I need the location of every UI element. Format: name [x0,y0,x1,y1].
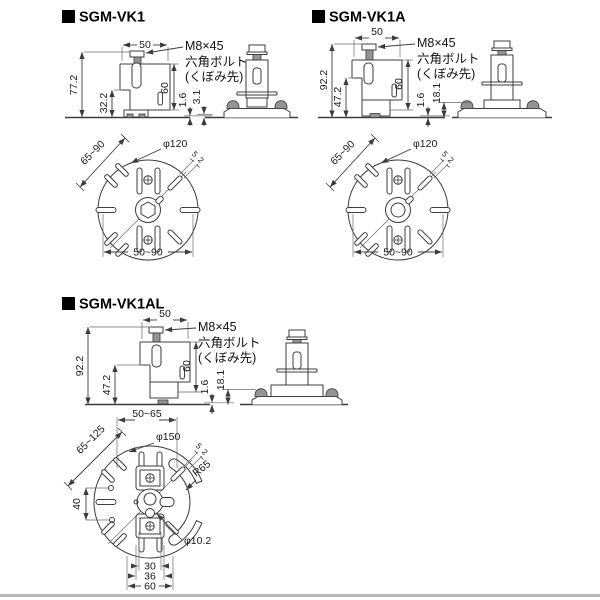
dimensions-side: 50 92.2 47.2 60 1.6 18.1 M8×45 六角ボルト (くぼ… [74,308,261,414]
bolt-label-line1: M8×45 [198,320,237,334]
bolt-label-line3: (くぼみ先) [185,70,243,84]
bolt-label-line2: 六角ボルト [417,52,480,66]
dim-lower-height: 47.2 [101,375,113,396]
bolt-label-line3: (くぼみ先) [198,351,256,365]
dim-width-range: 50~90 [383,247,413,259]
panel-sgm-vk1al: SGM-VK1AL [62,297,348,593]
dim-60: 60 [144,581,156,593]
dim-slot-b: 2 [196,155,206,165]
bolt-label-line1: M8×45 [185,39,224,53]
dim-slot-a: 5 [194,441,204,451]
dim-top-width: 50 [139,39,151,51]
side-view-bracket [85,326,210,406]
panel-sgm-vk1a: SGM-VK1A [312,10,552,261]
dim-top-width: 50 [159,308,171,320]
side-view-bracket [65,50,190,119]
dim-top-range: 50~65 [132,408,162,420]
title-square [62,297,75,310]
dim-base-height: 18.1 [431,83,443,104]
side-view-mounted [205,44,298,119]
dim-plate-thickness: 1.6 [199,380,211,395]
panel-title: SGM-VK1 [79,10,145,26]
dim-hole-diameter: φ10.2 [184,535,211,547]
dim-diameter: φ120 [413,138,437,150]
title-square [62,10,75,23]
panel-title: SGM-VK1A [329,10,406,26]
plan-view: 5 2 φ120 65~90 50~90 [75,133,206,261]
dim-slot-b: 2 [446,155,456,165]
bolt-label-line2: 六角ボルト [198,336,261,350]
side-view-mounted [240,329,348,406]
dim-base-height: 18.1 [215,370,227,391]
plan-view: 5 2 φ120 65~90 50~90 [325,133,456,261]
dim-cut-radius: R65 [190,458,213,479]
dim-diameter: φ150 [156,431,180,443]
panel-title: SGM-VK1AL [79,297,165,313]
dim-lower-height: 47.2 [332,87,344,108]
dimensions-side: 50 92.2 47.2 60 1.6 18.1 M8×45 六角ボルト (くぼ… [318,26,480,127]
plan-view: 5 2 φ150 R65 φ10.2 50~65 65~125 40 [63,408,213,593]
side-view-bracket [318,43,445,119]
dim-clip-height: 3.1 [191,90,203,105]
dimensions-side: 50 77.2 32.2 60 1.6 3.1 M8×45 六角ボルト (くぼみ… [68,39,248,126]
dim-total-height: 92.2 [74,356,86,377]
dim-total-height: 77.2 [68,75,80,96]
dim-top-width: 50 [371,26,383,38]
dim-body-height: 60 [181,360,193,372]
bolt-label-line2: 六角ボルト [185,55,248,69]
bolt-label-line3: (くぼみ先) [417,67,475,81]
center-keyhole [133,488,175,518]
nut-block-top [135,465,165,491]
dim-lower-height: 32.2 [98,93,110,114]
dim-body-height: 60 [393,78,405,90]
dim-slot-a: 5 [440,149,450,159]
dim-slot-b: 2 [200,447,210,457]
title-square [312,10,325,23]
dim-hole-spacing: 40 [71,498,83,510]
dim-36: 36 [144,571,156,583]
side-view-mounted [452,40,552,119]
dim-width-range: 50~90 [133,247,163,259]
dim-diameter: φ120 [163,138,187,150]
panel-sgm-vk1: SGM-VK1 [62,10,298,261]
dim-diagonal-range: 65~90 [328,138,357,167]
dim-body-height: 60 [159,82,171,94]
dim-plate-thickness: 1.6 [415,93,427,108]
dim-total-height: 92.2 [318,70,330,91]
dim-diagonal-range: 65~90 [78,138,107,167]
dim-slot-a: 5 [190,149,200,159]
bolt-label-line1: M8×45 [417,36,456,50]
dim-plate-thickness: 1.6 [177,93,189,108]
dim-30: 30 [144,561,156,573]
